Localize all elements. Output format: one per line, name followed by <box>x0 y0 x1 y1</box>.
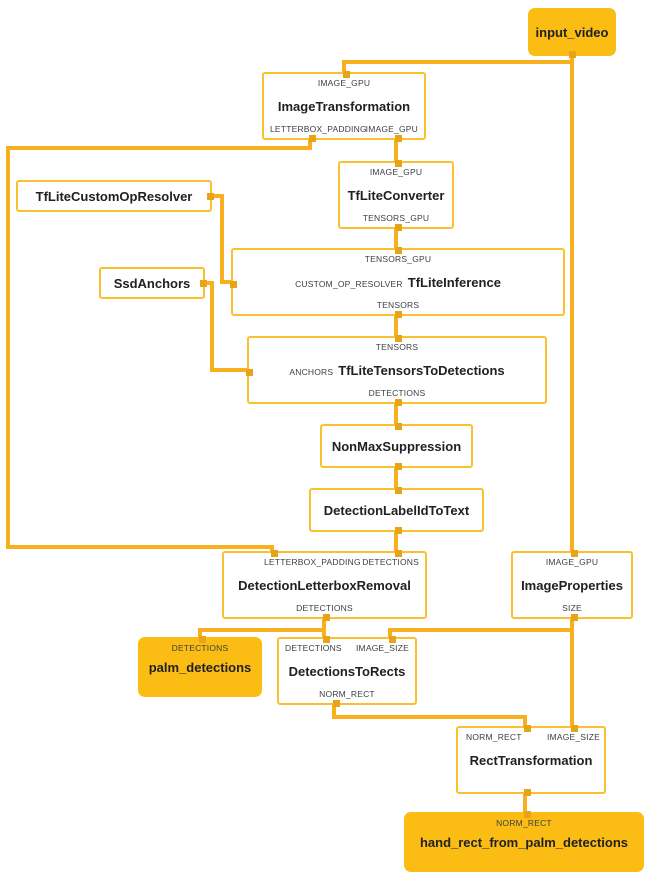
port-label-detections-in: DETECTIONS <box>171 643 229 653</box>
port-output-bottom[interactable] <box>523 788 531 796</box>
port-input-image-size[interactable] <box>388 635 396 643</box>
node-title: ImageTransformation <box>277 98 411 114</box>
node-ssd-anchors[interactable]: SsdAnchors <box>99 267 207 299</box>
edge-detections-to-rects-to-rect-transformation <box>332 705 527 726</box>
port-output-size[interactable] <box>570 613 578 621</box>
node-title-row: CUSTOM_OP_RESOLVER TfLiteInference <box>295 276 501 289</box>
port-label-detections-out: DETECTIONS <box>296 603 353 613</box>
node-palm-detections[interactable]: DETECTIONS palm_detections <box>138 635 262 697</box>
port-input-custom-op-resolver[interactable] <box>229 280 237 288</box>
node-non-max-suppression[interactable]: NonMaxSuppression <box>320 422 473 470</box>
port-input-top[interactable] <box>394 486 402 494</box>
node-input-video[interactable]: input_video <box>528 8 616 58</box>
port-output-norm-rect[interactable] <box>332 699 340 707</box>
port-output-right[interactable] <box>199 279 207 287</box>
node-title: TfLiteConverter <box>347 187 445 203</box>
edge-custom-op-resolver-to-inference <box>212 194 231 284</box>
port-output-right[interactable] <box>206 192 214 200</box>
port-output-letterbox-padding[interactable] <box>308 134 316 142</box>
node-title: NonMaxSuppression <box>331 438 462 454</box>
port-input-tensors-gpu[interactable] <box>394 246 402 254</box>
port-label-image-gpu-out: IMAGE_GPU <box>365 124 418 134</box>
edge-input-video-to-image-transformation <box>342 58 574 72</box>
node-title: ImageProperties <box>521 577 623 593</box>
node-image-transformation[interactable]: IMAGE_GPU ImageTransformation LETTERBOX_… <box>262 70 426 142</box>
port-input-tensors[interactable] <box>394 334 402 342</box>
edge-letterbox-removal-to-palm-detections <box>198 619 326 637</box>
node-detections-to-rects[interactable]: DETECTIONS IMAGE_SIZE DetectionsToRects … <box>277 635 417 707</box>
port-input-detections[interactable] <box>322 635 330 643</box>
port-input-detections[interactable] <box>198 635 206 643</box>
node-image-properties[interactable]: IMAGE_GPU ImageProperties SIZE <box>511 549 633 621</box>
port-output-bottom[interactable] <box>394 462 402 470</box>
node-rect-transformation[interactable]: NORM_RECT IMAGE_SIZE RectTransformation <box>456 724 606 796</box>
port-input-image-gpu[interactable] <box>394 159 402 167</box>
port-label-image-size-in: IMAGE_SIZE <box>355 643 409 653</box>
port-input-top[interactable] <box>394 422 402 430</box>
node-tflite-custom-op-resolver[interactable]: TfLiteCustomOpResolver <box>16 180 214 212</box>
node-title: TfLiteTensorsToDetections <box>338 362 505 378</box>
port-label-norm-rect-out: NORM_RECT <box>319 689 375 699</box>
port-label-tensors-gpu-out: TENSORS_GPU <box>362 213 430 223</box>
node-title: DetectionLabelIdToText <box>323 502 470 518</box>
port-label-detections-in: DETECTIONS <box>285 643 342 653</box>
edge-letterbox-padding-rail <box>6 140 312 551</box>
node-title: hand_rect_from_palm_detections <box>419 834 629 850</box>
port-input-anchors[interactable] <box>245 368 253 376</box>
node-detection-label-id-to-text[interactable]: DetectionLabelIdToText <box>309 486 484 534</box>
port-label-anchors: ANCHORS <box>289 366 334 377</box>
port-output-bottom[interactable] <box>568 50 576 58</box>
port-label-norm-rect-in: NORM_RECT <box>466 732 522 742</box>
port-output-tensors[interactable] <box>394 310 402 318</box>
port-input-image-gpu[interactable] <box>570 549 578 557</box>
node-title: RectTransformation <box>469 752 593 768</box>
port-output-tensors-gpu[interactable] <box>394 223 402 231</box>
port-input-norm-rect[interactable] <box>523 810 531 818</box>
port-input-image-gpu[interactable] <box>342 70 350 78</box>
port-label-tensors-in: TENSORS <box>375 342 419 352</box>
port-label-tensors-out: TENSORS <box>376 300 420 310</box>
port-input-norm-rect[interactable] <box>523 724 531 732</box>
port-label-norm-rect-in: NORM_RECT <box>496 818 552 828</box>
port-label-image-gpu-in: IMAGE_GPU <box>545 557 599 567</box>
port-label-size-out: SIZE <box>562 603 582 613</box>
port-output-bottom[interactable] <box>394 526 402 534</box>
port-label-image-size-in: IMAGE_SIZE <box>546 732 600 742</box>
node-hand-rect-from-palm-detections[interactable]: NORM_RECT hand_rect_from_palm_detections <box>404 810 644 872</box>
node-title: palm_detections <box>148 659 252 675</box>
node-title: TfLiteCustomOpResolver <box>35 188 193 204</box>
node-title: TfLiteInference <box>407 274 501 290</box>
port-label-detections-in: DETECTIONS <box>362 557 419 567</box>
port-input-image-size[interactable] <box>570 724 578 732</box>
node-tflite-inference[interactable]: TENSORS_GPU CUSTOM_OP_RESOLVER TfLiteInf… <box>229 246 565 318</box>
port-label-detections-out: DETECTIONS <box>368 388 426 398</box>
node-title: input_video <box>535 24 609 40</box>
port-input-letterbox-padding[interactable] <box>270 549 278 557</box>
node-title: DetectionsToRects <box>288 663 406 679</box>
node-tflite-converter[interactable]: IMAGE_GPU TfLiteConverter TENSORS_GPU <box>338 159 454 231</box>
node-title: DetectionLetterboxRemoval <box>238 577 411 593</box>
port-label-image-gpu-in: IMAGE_GPU <box>317 78 371 88</box>
port-output-detections[interactable] <box>394 398 402 406</box>
edge-image-properties-size-to-detections-to-rects <box>388 619 574 637</box>
port-label-tensors-gpu-in: TENSORS_GPU <box>364 254 432 264</box>
node-tflite-tensors-to-detections[interactable]: TENSORS ANCHORS TfLiteTensorsToDetection… <box>245 334 547 406</box>
port-input-detections[interactable] <box>394 549 402 557</box>
node-title-row: ANCHORS TfLiteTensorsToDetections <box>289 364 504 377</box>
node-title: SsdAnchors <box>113 275 191 291</box>
port-output-image-gpu[interactable] <box>394 134 402 142</box>
edge-ssd-anchors-to-tensors-to-detections <box>205 281 247 372</box>
port-label-letterbox-padding-out: LETTERBOX_PADDING <box>270 124 367 134</box>
port-label-custom-op-resolver: CUSTOM_OP_RESOLVER <box>295 278 403 289</box>
port-label-image-gpu-in: IMAGE_GPU <box>369 167 423 177</box>
node-detection-letterbox-removal[interactable]: LETTERBOX_PADDING DETECTIONS DetectionLe… <box>222 549 427 621</box>
port-label-letterbox-padding-in: LETTERBOX_PADDING <box>264 557 361 567</box>
port-output-detections[interactable] <box>322 613 330 621</box>
